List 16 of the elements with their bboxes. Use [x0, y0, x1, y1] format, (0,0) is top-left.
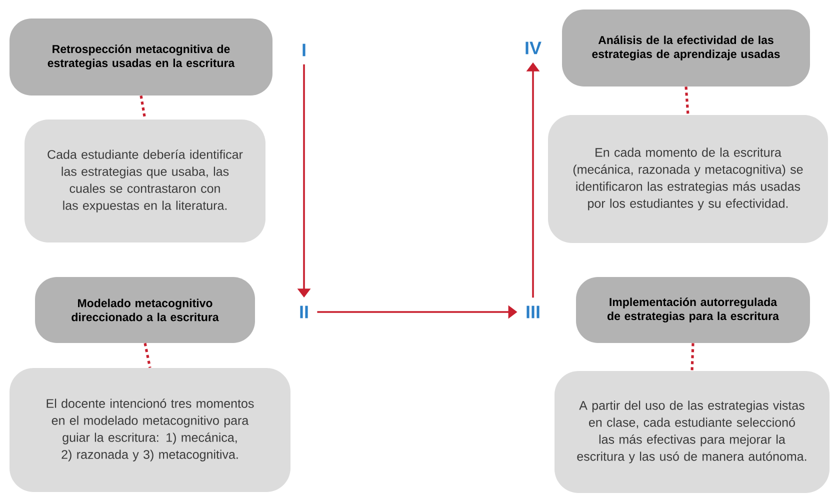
description-box: Cada estudiante debería identificar las estrategias que usaba, las cuales se contrastaron con las expuestas en la literatura.	[24, 120, 266, 242]
connector-line	[690, 343, 694, 371]
step-title-box: Retrospección metacognitiva de estrategias usadas en la escritura	[10, 18, 272, 96]
step-title-box: Modelado metacognitivo direccionado a la escritura	[35, 277, 255, 343]
connector-line	[144, 342, 152, 368]
step-title-box: Análisis de la efectividad de las estrategias de aprendizaje usadas	[562, 10, 810, 86]
step-numeral: II	[300, 306, 308, 318]
description-box: El docente intencionó tres momentos en el modelado metacognitivo para guiar la escritura: 1) mecánica, 2) razonada y 3) metacognitiva.	[10, 368, 290, 492]
step-numeral: I	[302, 44, 306, 56]
step-numeral: IV	[526, 42, 542, 54]
step-title-box: Implementación autorregulada de estrategias para la escritura	[576, 277, 810, 343]
connector-line	[140, 95, 146, 120]
connector-line	[684, 86, 690, 115]
step-numeral: III	[526, 306, 540, 318]
description-box: En cada momento de la escritura (mecánica, razonada y metacognitiva) se identificaron las estrategias más usadas por los estudiantes y su efectividad.	[548, 115, 828, 243]
description-box: A partir del uso de las estrategias vistas en clase, cada estudiante seleccionó las más efectivas para mejorar la escritura y las usó de manera autónoma.	[554, 370, 830, 493]
